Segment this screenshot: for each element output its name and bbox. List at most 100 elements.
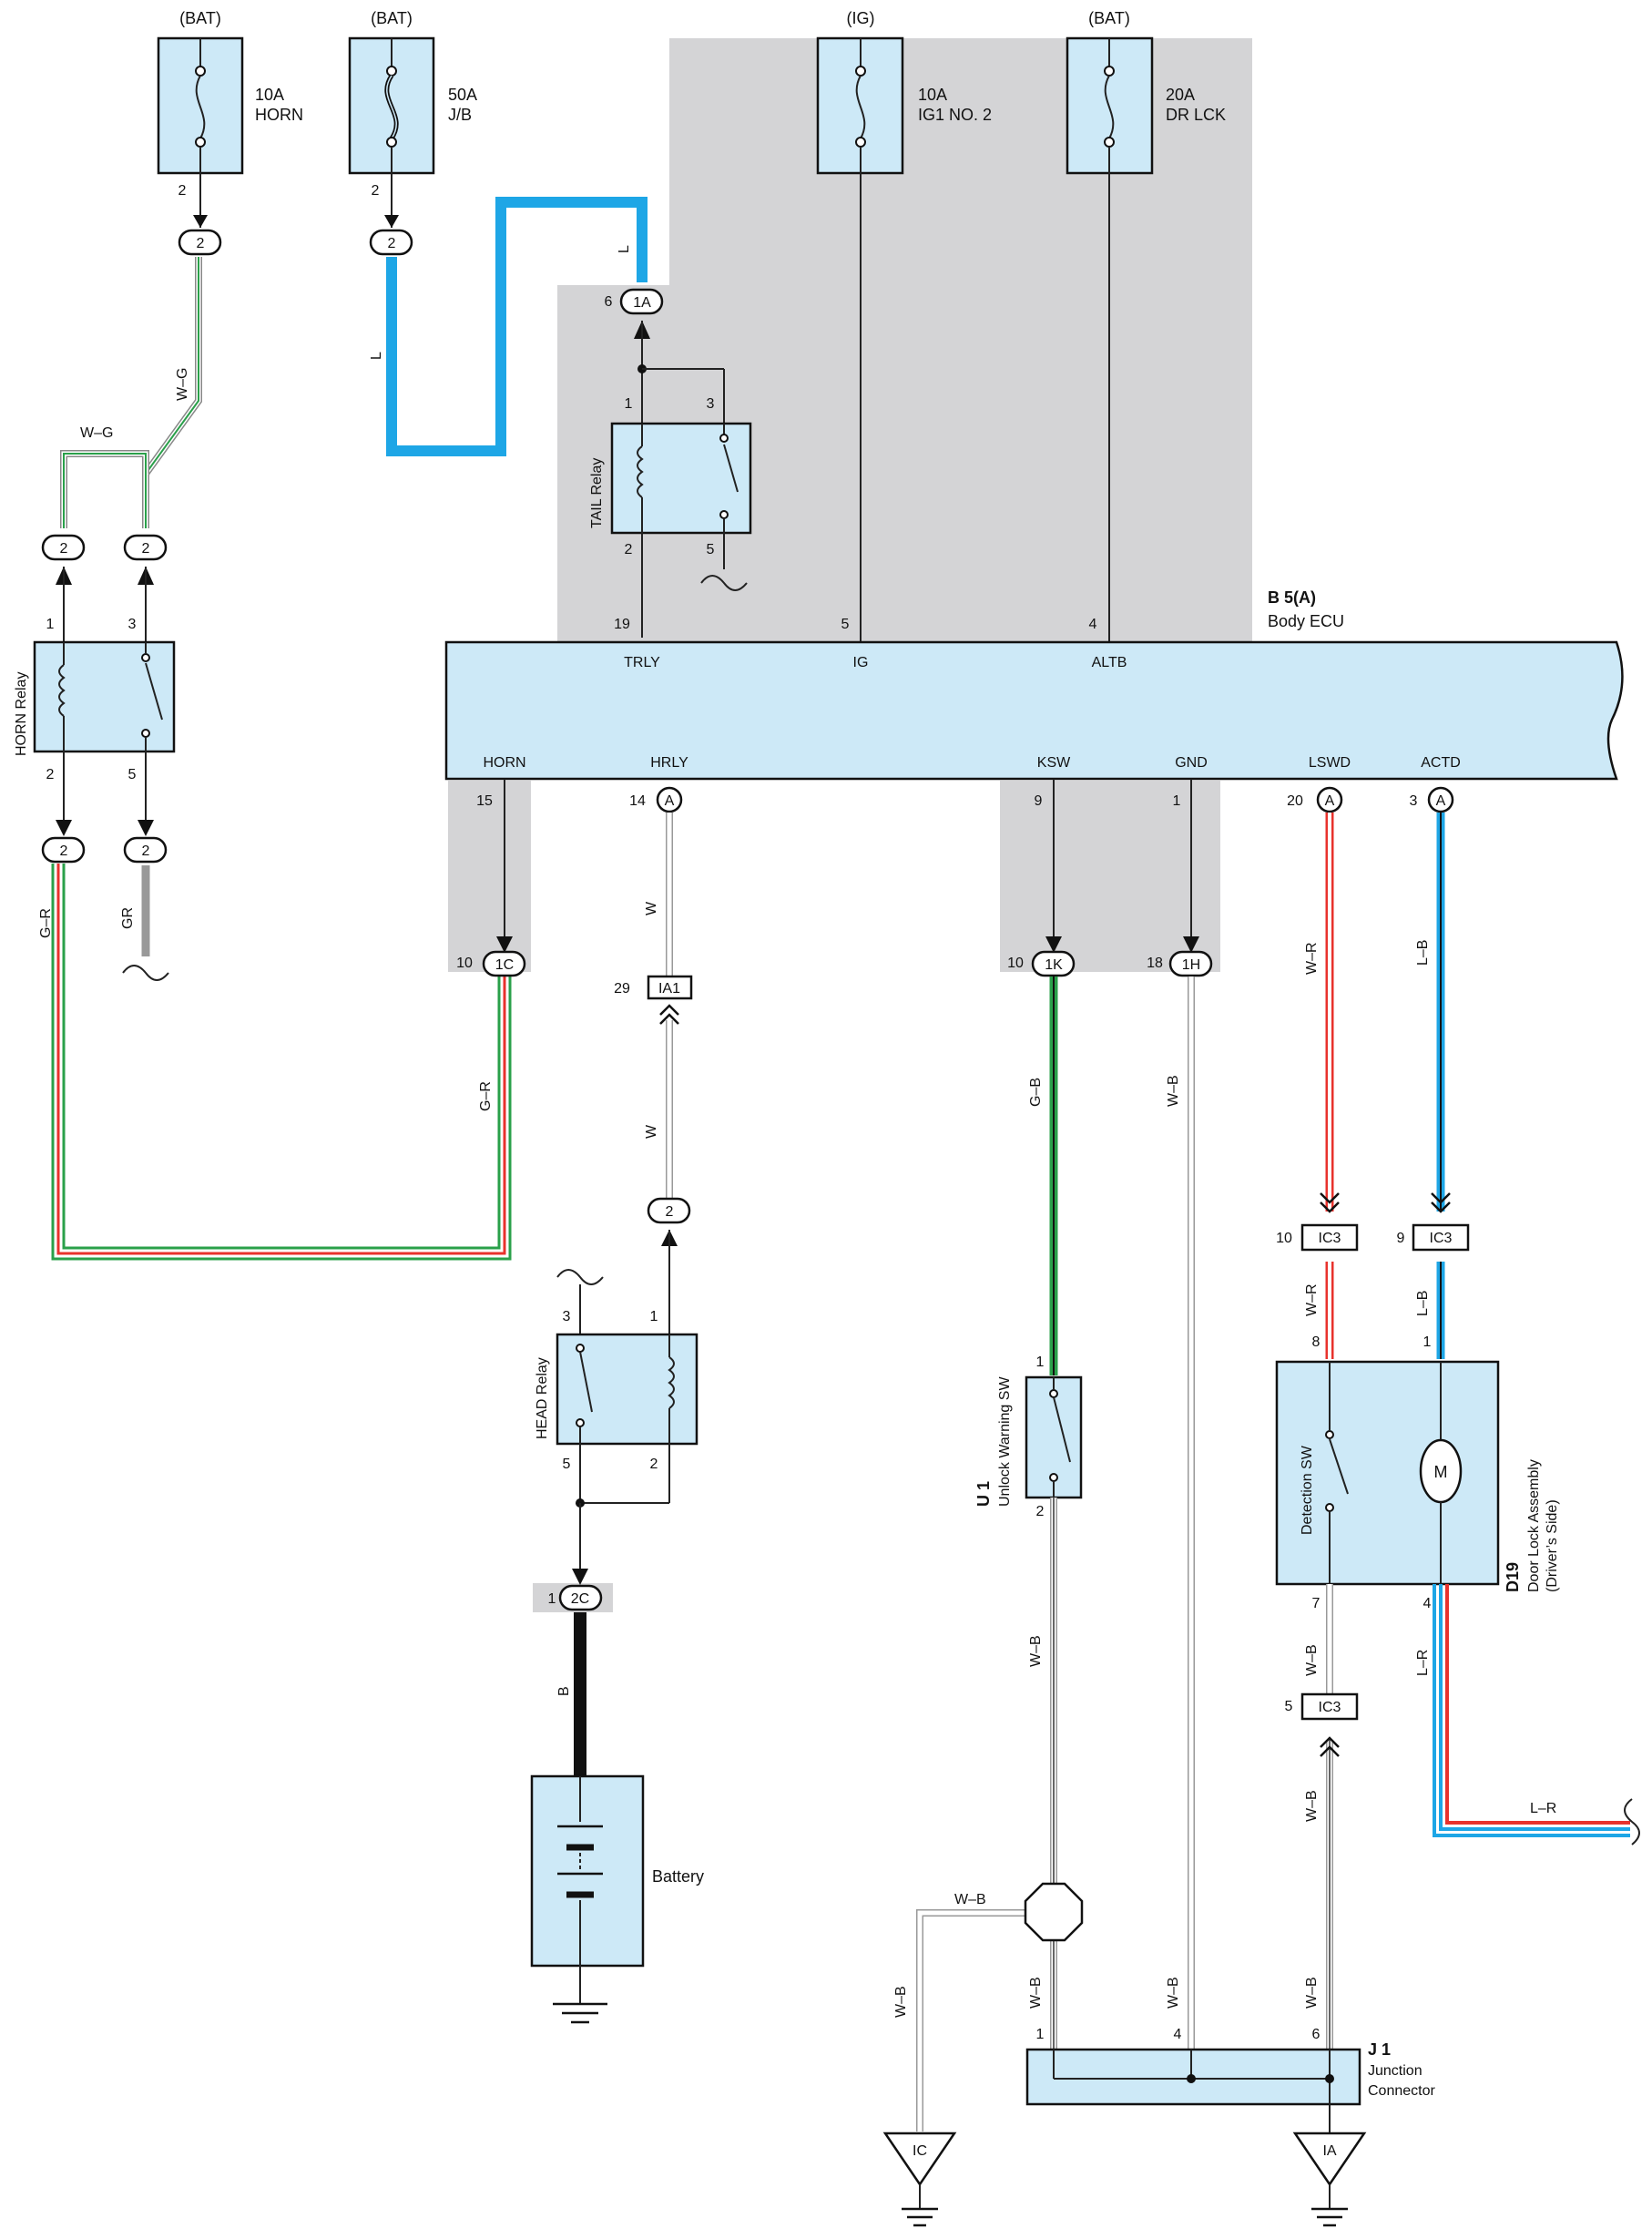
wire-w-g: W–G W–G bbox=[60, 173, 208, 528]
wire-l-r: L–R L–R bbox=[1415, 1584, 1640, 1845]
ecu-terminal-ig: IG bbox=[853, 655, 869, 670]
svg-text:2: 2 bbox=[60, 541, 68, 557]
fuse-horn-supply: (BAT) bbox=[179, 9, 221, 27]
connector-ia1: 29 IA1 bbox=[614, 975, 693, 1025]
battery: Battery bbox=[530, 1774, 704, 2024]
ecu-terminal-actd: ACTD bbox=[1421, 755, 1461, 771]
junction-block-shade bbox=[669, 38, 1252, 644]
ksw-gnd-connector-shade bbox=[1000, 781, 1220, 972]
body-ecu: B 5(A) Body ECU 19 5 4 TRLY IG ALTB HORN… bbox=[444, 588, 1624, 781]
ecu-terminal-trly: TRLY bbox=[624, 655, 660, 670]
svg-text:6: 6 bbox=[605, 294, 613, 310]
connector-2-head: 2 bbox=[647, 1197, 691, 1246]
connector-ic3-b: 9 IC3 bbox=[1397, 1223, 1470, 1252]
ecu-connector-a-hrly: A bbox=[656, 786, 683, 813]
detection-sw-label: Detection SW bbox=[1300, 1445, 1315, 1535]
svg-text:9: 9 bbox=[1397, 1231, 1405, 1246]
wire-label-l-b-1: L–B bbox=[1415, 940, 1431, 966]
ecu-terminal-altb: ALTB bbox=[1092, 655, 1127, 670]
ecu-terminal-horn: HORN bbox=[483, 755, 525, 771]
junction-name-2: Connector bbox=[1368, 2083, 1435, 2099]
wire-label-w-2: W bbox=[644, 1124, 659, 1139]
ecu-terminal-lswd: LSWD bbox=[1309, 755, 1351, 771]
horn-relay-label: HORN Relay bbox=[14, 672, 29, 756]
svg-text:2: 2 bbox=[46, 767, 55, 782]
ecu-connector-a-lswd: A bbox=[1316, 786, 1343, 813]
svg-text:1: 1 bbox=[46, 617, 55, 632]
svg-text:1: 1 bbox=[1036, 2027, 1045, 2042]
wire-w-r: W–R W–R bbox=[1304, 813, 1340, 1359]
tail-relay: 1 3 2 5 TAIL Relay bbox=[589, 321, 752, 638]
wire-label-w-b-2: W–B bbox=[1028, 1977, 1044, 2009]
svg-text:14: 14 bbox=[629, 793, 646, 809]
svg-text:IC3: IC3 bbox=[1319, 1231, 1341, 1246]
ecu-terminal-hrly: HRLY bbox=[650, 755, 688, 771]
wire-label-w-b-gnd-1: W–B bbox=[1166, 1075, 1181, 1107]
door-lock-code: D19 bbox=[1504, 1562, 1522, 1592]
wire-label-l-r-2: L–R bbox=[1530, 1801, 1556, 1816]
fuse-horn: (BAT) 10A HORN 2 bbox=[157, 9, 303, 199]
ground-ic: IC bbox=[882, 2132, 957, 2227]
ecu-code: B 5(A) bbox=[1268, 588, 1316, 607]
wire-g-r: G–R bbox=[51, 864, 512, 1261]
wire-label-l-2: L bbox=[617, 245, 632, 253]
wire-w-b-unlock: W–B W–B bbox=[1028, 1498, 1057, 2068]
connector-2-jb-fuse: 2 bbox=[369, 229, 413, 256]
head-relay: 3 1 HEAD Relay 5 2 bbox=[535, 1230, 699, 1585]
svg-text:1: 1 bbox=[625, 396, 633, 412]
connector-ic3-c: 5 IC3 bbox=[1285, 1692, 1359, 1721]
svg-text:19: 19 bbox=[614, 617, 630, 632]
wire-label-w-b-det-2: W–B bbox=[1304, 1790, 1320, 1822]
wire-w: W W bbox=[644, 813, 673, 1198]
wire-label-g-b: G–B bbox=[1028, 1078, 1044, 1107]
junction-name: Junction bbox=[1368, 2063, 1423, 2079]
fuse-ig1-name: IG1 NO. 2 bbox=[918, 106, 992, 124]
svg-text:18: 18 bbox=[1147, 956, 1163, 971]
svg-text:IC3: IC3 bbox=[1319, 1700, 1341, 1715]
svg-text:20: 20 bbox=[1287, 793, 1303, 809]
wire-label-w-r-1: W–R bbox=[1304, 942, 1320, 975]
fuse-horn-pin: 2 bbox=[178, 183, 187, 199]
svg-text:4: 4 bbox=[1089, 617, 1097, 632]
door-lock-side: (Driver’s Side) bbox=[1545, 1499, 1560, 1592]
svg-text:A: A bbox=[665, 793, 675, 809]
svg-text:2: 2 bbox=[197, 236, 205, 251]
svg-text:1C: 1C bbox=[495, 957, 514, 973]
svg-text:15: 15 bbox=[476, 793, 493, 809]
connector-2c: 1 2C bbox=[548, 1584, 603, 1611]
svg-text:2: 2 bbox=[142, 843, 150, 859]
horn-relay: 2 2 1 3 HORN Relay 2 5 2 2 GR G–R bbox=[14, 534, 176, 981]
horn-connector-shade bbox=[448, 781, 531, 972]
wire-label-w-b-splice: W–B bbox=[954, 1892, 986, 1907]
svg-text:3: 3 bbox=[563, 1309, 571, 1324]
svg-text:1: 1 bbox=[548, 1591, 556, 1607]
wire-label-gr: GR bbox=[120, 907, 136, 929]
svg-text:2C: 2C bbox=[571, 1591, 589, 1607]
svg-text:5: 5 bbox=[563, 1457, 571, 1472]
svg-text:10: 10 bbox=[1007, 956, 1024, 971]
svg-text:1: 1 bbox=[1036, 1355, 1045, 1370]
svg-text:8: 8 bbox=[1312, 1334, 1321, 1350]
svg-text:5: 5 bbox=[841, 617, 850, 632]
svg-text:2: 2 bbox=[142, 541, 150, 557]
svg-text:2: 2 bbox=[388, 236, 396, 251]
svg-text:5: 5 bbox=[707, 542, 715, 557]
splice-point: W–B W–B bbox=[893, 1882, 1084, 2132]
svg-text:1: 1 bbox=[650, 1309, 658, 1324]
unlock-sw-code: U 1 bbox=[974, 1481, 993, 1507]
svg-text:5: 5 bbox=[128, 767, 137, 782]
fuse-horn-rating: 10A bbox=[255, 86, 284, 104]
wire-label-l-r-1: L–R bbox=[1415, 1650, 1431, 1676]
svg-text:2: 2 bbox=[1036, 1504, 1045, 1519]
connector-ic3-a: 10 IC3 bbox=[1276, 1223, 1359, 1252]
svg-text:1: 1 bbox=[1423, 1334, 1432, 1350]
wire-label-w-b-ic: W–B bbox=[893, 1986, 909, 2018]
svg-text:A: A bbox=[1436, 793, 1446, 809]
wire-label-b: B bbox=[556, 1686, 572, 1696]
svg-text:IA: IA bbox=[1322, 2143, 1336, 2159]
svg-text:1: 1 bbox=[1173, 793, 1181, 809]
fuse-horn-name: HORN bbox=[255, 106, 303, 124]
svg-text:4: 4 bbox=[1174, 2027, 1182, 2042]
wire-label-g-r-right: G–R bbox=[478, 1081, 494, 1111]
